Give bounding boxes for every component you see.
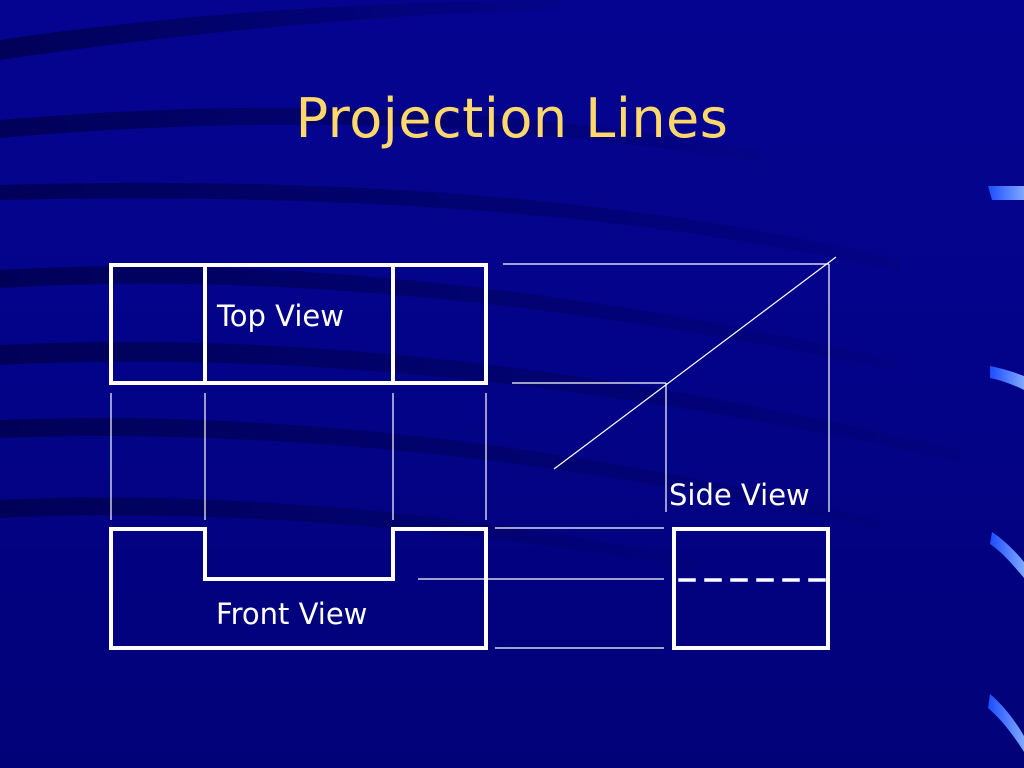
blue-tab-1 [988, 186, 1024, 200]
side-view-label: Side View [669, 478, 810, 512]
top-view-outline [109, 263, 488, 385]
slide-title: Projection Lines [295, 87, 729, 150]
side-view-outline [672, 527, 830, 650]
miter-line [553, 256, 837, 470]
blue-tab-2 [990, 366, 1024, 390]
front-view-outline [109, 527, 488, 650]
top-view-label: Top View [217, 299, 344, 333]
front-view-label: Front View [216, 597, 368, 631]
blue-tab-4 [988, 694, 1024, 752]
blue-tab-3 [990, 532, 1024, 578]
